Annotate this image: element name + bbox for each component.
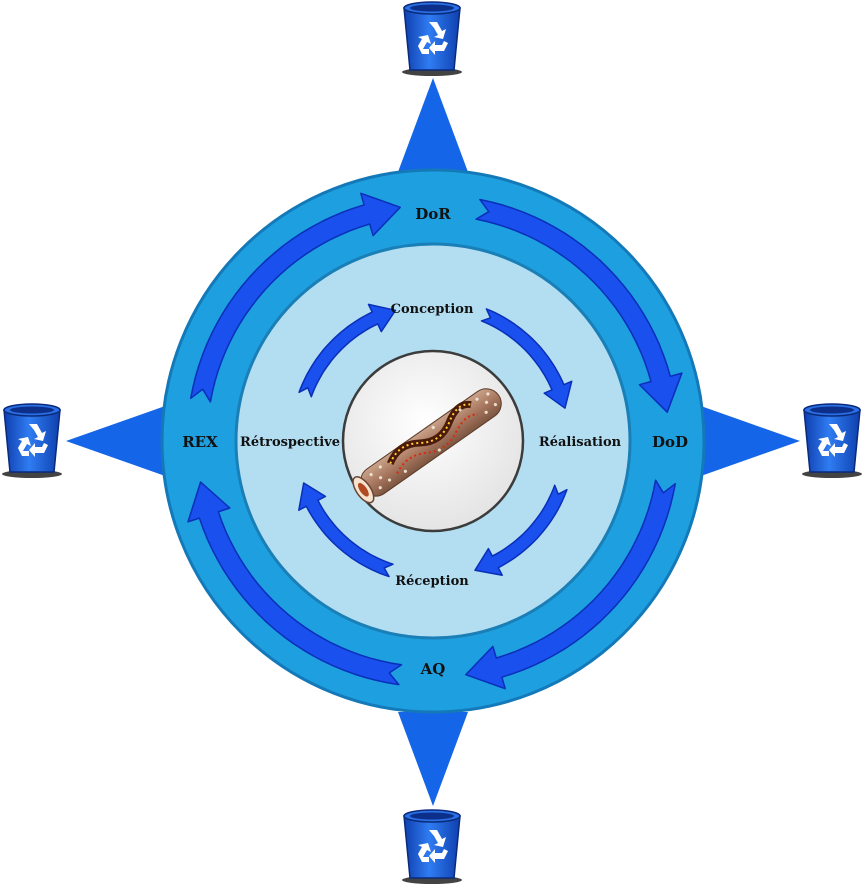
inner-cycle-arrow-2 — [474, 484, 568, 576]
inner-label-bottom: Réception — [395, 574, 469, 589]
inner-label-left: Rétrospective — [240, 435, 340, 450]
recycle-bin-icon-left — [1, 403, 63, 479]
recycle-bin-icon-top — [401, 1, 463, 77]
recycle-bin-icon-bottom — [401, 809, 463, 885]
outer-cycle-arrow-2 — [465, 479, 677, 690]
compass-point-right — [698, 405, 800, 477]
inner-cycle-arrow-4 — [298, 303, 397, 398]
outer-label-right: DoD — [652, 433, 688, 451]
compass-point-bottom — [398, 712, 468, 806]
inner-cycle-arrows — [298, 303, 573, 578]
compass-point-top — [398, 78, 468, 172]
outer-cycle-arrows — [187, 192, 683, 690]
inner-label-top: Conception — [391, 302, 474, 317]
inner-cycle-arrow-3 — [298, 482, 394, 578]
compass-point-left — [66, 405, 168, 477]
outer-cycle-arrow-1 — [475, 198, 683, 413]
outer-label-left: REX — [182, 433, 218, 451]
inner-cycle-arrow-1 — [480, 308, 573, 409]
outer-cycle-arrow-3 — [187, 481, 403, 686]
outer-cycle-arrow-4 — [189, 192, 401, 403]
recycle-bin-icon-right — [801, 403, 863, 479]
didgeridoo-icon — [352, 388, 502, 504]
inner-label-right: Réalisation — [539, 435, 622, 450]
outer-label-bottom: AQ — [420, 660, 446, 678]
outer-label-top: DoR — [415, 205, 451, 223]
